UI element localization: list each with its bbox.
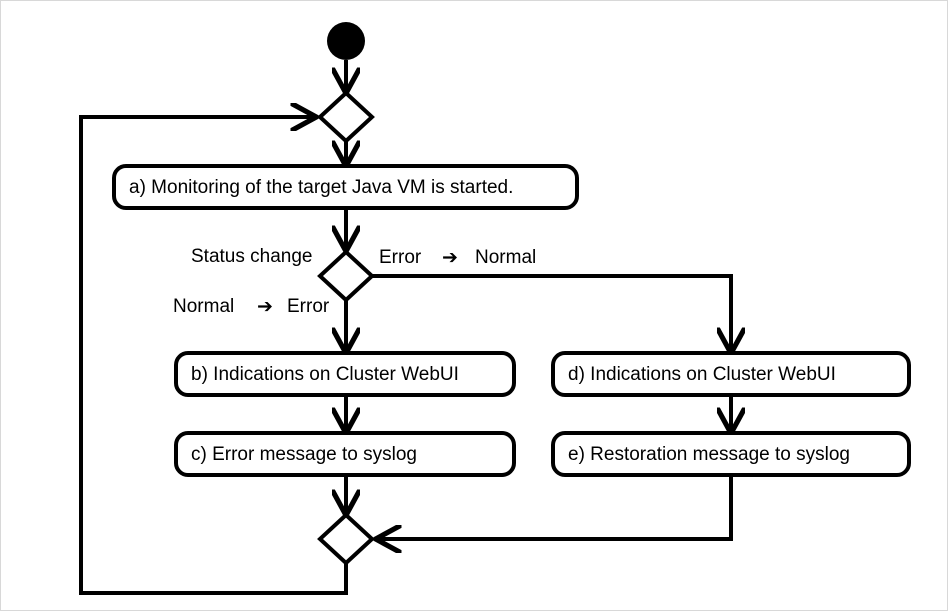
node-a-label: a) Monitoring of the target Java VM is s…: [129, 177, 513, 198]
label-left-branch-from: Normal: [173, 296, 234, 317]
label-left-branch-arrow-icon: ➔: [257, 296, 273, 318]
node-b-label: b) Indications on Cluster WebUI: [191, 364, 459, 385]
edge-e-to-merge-bottom: [378, 475, 733, 539]
node-d-label: d) Indications on Cluster WebUI: [568, 364, 836, 385]
label-right-branch-from: Error: [379, 247, 422, 268]
start-node: [327, 22, 365, 60]
node-e-label: e) Restoration message to syslog: [568, 444, 850, 465]
label-right-branch-arrow-icon: ➔: [442, 247, 458, 269]
node-c-label: c) Error message to syslog: [191, 444, 417, 465]
edge-merge-bottom-loopback: [79, 115, 348, 595]
label-right-branch-to: Normal: [475, 247, 536, 268]
status-decision: [317, 249, 375, 303]
label-status-change: Status change: [191, 246, 312, 267]
edge-decision-to-d: [372, 274, 731, 351]
label-left-branch-to: Error: [287, 296, 330, 317]
merge-bottom: [317, 512, 375, 566]
merge-top: [317, 90, 375, 144]
